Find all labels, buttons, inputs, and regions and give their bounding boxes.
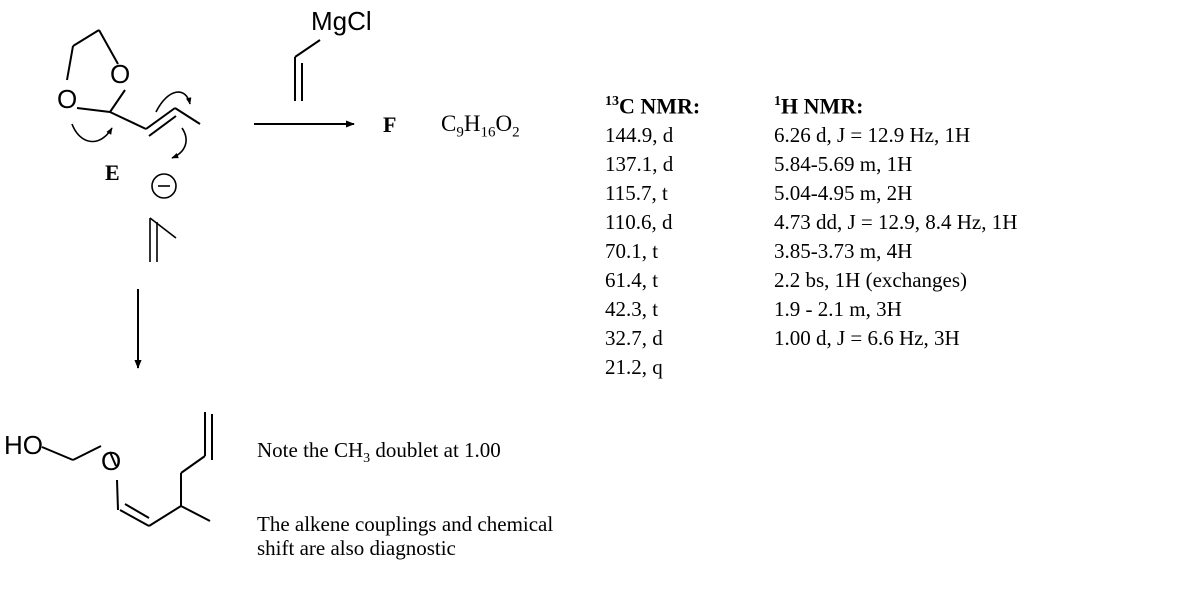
- c13-nmr-peak: 70.1, t: [605, 239, 659, 264]
- note-alkene-couplings: The alkene couplings and chemical shift …: [257, 512, 554, 560]
- ring-oxygen-top: O: [110, 59, 131, 89]
- h1-nmr-peak: 3.85-3.73 m, 4H: [774, 239, 913, 264]
- h1-nmr-peak: 6.26 d, J = 12.9 Hz, 1H: [774, 123, 971, 148]
- h1-nmr-peak: 5.04-4.95 m, 2H: [774, 181, 913, 206]
- c13-nmr-peak: 137.1, d: [605, 152, 674, 177]
- compound-e-structure: [66, 29, 201, 137]
- c13-nmr-peak: 21.2, q: [605, 355, 663, 380]
- h1-nmr-peak: 1.9 - 2.1 m, 3H: [774, 297, 902, 322]
- c13-nmr-peak: 144.9, d: [605, 123, 674, 148]
- product-f-formula: C9H16O2: [441, 111, 520, 141]
- h1-nmr-header: 1H NMR:: [774, 93, 864, 119]
- product-structure: [41, 412, 213, 527]
- compound-e-label: E: [105, 160, 120, 185]
- note-ch3-doublet: Note the CH3 doublet at 1.00: [257, 438, 501, 467]
- ring-oxygen-left: O: [57, 84, 78, 114]
- c13-nmr-rows: 144.9, d 137.1, d 115.7, t 110.6, d 70.1, t 6…: [605, 121, 700, 382]
- c13-nmr-peak: 61.4, t: [605, 268, 659, 293]
- product-f-label: F: [383, 112, 397, 137]
- h1-nmr-peak: 2.2 bs, 1H (exchanges): [774, 268, 968, 293]
- h1-nmr-rows: 6.26 d, J = 12.9 Hz, 1H 5.84-5.69 m, 1H 5.…: [774, 121, 1017, 353]
- product-ho-label: HO: [4, 430, 43, 460]
- h1-nmr-table: 1H NMR: 6.26 d, J = 12.9 Hz, 1H 5.84-5.69…: [774, 87, 1017, 353]
- h1-nmr-peak: 5.84-5.69 m, 1H: [774, 152, 913, 177]
- allyl-anion-structure: [149, 173, 177, 262]
- electron-push-arrows: [71, 91, 192, 159]
- grignard-reagent-structure: [294, 39, 321, 101]
- c13-nmr-header: 13C NMR:: [605, 93, 701, 119]
- c13-nmr-peak: 115.7, t: [605, 181, 668, 206]
- h1-nmr-peak: 4.73 dd, J = 12.9, 8.4 Hz, 1H: [774, 210, 1018, 235]
- h1-nmr-peak: 1.00 d, J = 6.6 Hz, 3H: [774, 326, 960, 351]
- c13-nmr-peak: 110.6, d: [605, 210, 673, 235]
- product-ether-oxygen: O: [101, 446, 122, 476]
- c13-nmr-peak: 42.3, t: [605, 297, 659, 322]
- grignard-label: MgCl: [311, 6, 372, 36]
- c13-nmr-peak: 32.7, d: [605, 326, 663, 351]
- c13-nmr-table: 13C NMR: 144.9, d 137.1, d 115.7, t 110.6, …: [605, 87, 700, 382]
